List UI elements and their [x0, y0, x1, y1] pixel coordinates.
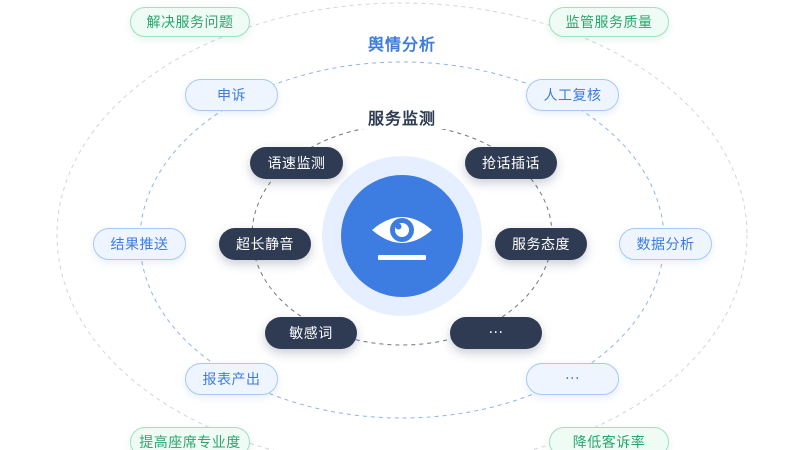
eye-icon [372, 217, 432, 260]
center-node [341, 175, 463, 297]
middle-node-result-push: 结果推送 [93, 228, 186, 260]
inner-ring-title: 服务监测 [359, 105, 445, 129]
outer-ring-title: 舆情分析 [359, 31, 445, 55]
outer-node-reduce-complaint-rate: 降低客诉率 [549, 427, 669, 450]
outer-ring [56, 2, 748, 450]
middle-node-report-output: 报表产出 [185, 363, 278, 395]
inner-node-long-silence: 超长静音 [219, 228, 311, 260]
outer-node-improve-agent-professionalism: 提高座席专业度 [130, 427, 250, 450]
middle-node-data-analysis: 数据分析 [619, 228, 712, 260]
inner-node-service-attitude: 服务态度 [495, 228, 587, 260]
outer-node-supervise-service-quality: 监管服务质量 [549, 7, 669, 37]
inner-node-interruption: 抢话插话 [465, 147, 557, 179]
inner-node-sensitive-words: 敏感词 [265, 317, 357, 349]
inner-node-more: ··· [450, 317, 542, 349]
middle-node-appeal: 申诉 [185, 79, 278, 111]
middle-node-manual-review: 人工复核 [526, 79, 619, 111]
outer-node-solve-service-issues: 解决服务问题 [130, 7, 250, 37]
middle-node-more: ··· [526, 363, 619, 395]
inner-node-speech-rate: 语速监测 [250, 147, 343, 179]
